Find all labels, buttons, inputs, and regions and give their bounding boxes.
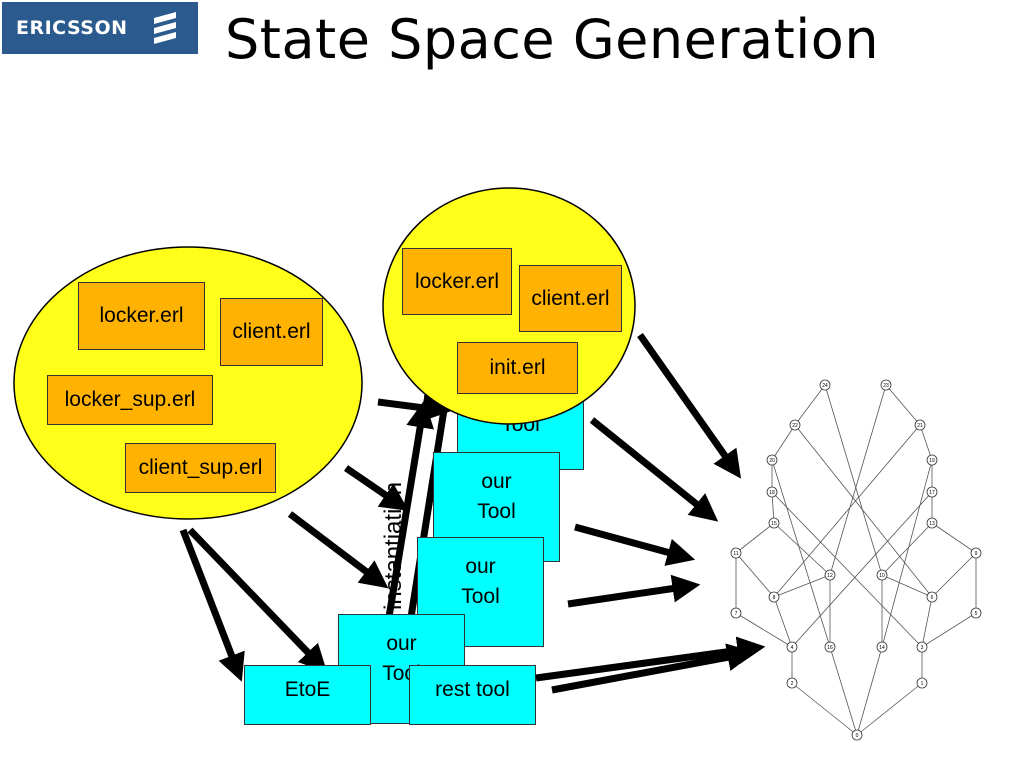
graph-edge xyxy=(791,491,933,648)
graph-edge xyxy=(931,522,977,554)
graph-edge xyxy=(771,424,796,461)
graph-node-label: 22 xyxy=(792,423,798,429)
left-file-client: client.erl xyxy=(220,298,323,366)
graph-edge xyxy=(931,552,977,598)
graph-edge xyxy=(829,384,887,576)
ericsson-stripes-icon xyxy=(154,12,176,44)
etoe-box: EtoE xyxy=(244,665,371,725)
graph-node-label: 20 xyxy=(769,458,775,464)
graph-node xyxy=(824,569,836,581)
graph-edge xyxy=(881,459,933,648)
graph-node-label: 17 xyxy=(929,490,935,496)
graph-node xyxy=(786,641,798,653)
graph-edge xyxy=(881,522,933,576)
graph-node-label: 7 xyxy=(735,611,738,617)
graph-node xyxy=(766,486,778,498)
right-file-client: client.erl xyxy=(519,265,622,332)
graph-edge xyxy=(885,384,921,426)
graph-node-label: 3 xyxy=(921,645,924,651)
logo-text: ERICSSON xyxy=(16,17,128,39)
graph-node-label: 2 xyxy=(791,681,794,687)
graph-node xyxy=(914,419,926,431)
graph-node-label: 4 xyxy=(791,645,794,651)
graph-node xyxy=(970,607,982,619)
graph-node-label: 16 xyxy=(827,645,833,651)
graph-edge xyxy=(921,612,977,648)
graph-node xyxy=(876,569,888,581)
graph-node xyxy=(851,729,863,741)
rest-tool-box: rest tool xyxy=(409,665,536,725)
graph-edge xyxy=(824,384,883,576)
graph-node xyxy=(916,677,928,689)
graph-node xyxy=(926,517,938,529)
slide-title: State Space Generation xyxy=(225,8,880,71)
right-file-locker: locker.erl xyxy=(402,248,512,315)
graph-node xyxy=(730,607,742,619)
graph-edge xyxy=(856,646,883,736)
graph-node xyxy=(916,641,928,653)
graph-edge xyxy=(773,424,921,598)
graph-node xyxy=(766,454,778,466)
graph-node-label: 1 xyxy=(921,681,924,687)
graph-node-label: 8 xyxy=(773,595,776,601)
graph-node xyxy=(824,641,836,653)
graph-node-label: 0 xyxy=(856,733,859,739)
graph-node xyxy=(786,677,798,689)
right-file-init: init.erl xyxy=(457,342,578,394)
graph-edge xyxy=(773,522,831,576)
graph-node-label: 6 xyxy=(931,595,934,601)
graph-node-label: 24 xyxy=(822,383,828,389)
graph-node xyxy=(926,486,938,498)
graph-edge xyxy=(773,574,831,598)
graph-node xyxy=(926,454,938,466)
arrow xyxy=(179,528,245,682)
graph-node-label: 18 xyxy=(769,490,775,496)
arrow xyxy=(287,511,389,589)
graph-node-label: 11 xyxy=(733,551,738,557)
graph-node-label: 13 xyxy=(929,521,935,527)
graph-edge xyxy=(919,424,933,461)
graph-edge xyxy=(791,682,858,736)
graph-node-label: 12 xyxy=(827,573,833,579)
graph-edge xyxy=(771,491,923,648)
graph-node-label: 5 xyxy=(975,611,978,617)
graph-node xyxy=(768,517,780,529)
left-file-locker-sup: locker_sup.erl xyxy=(47,375,213,425)
graph-edge xyxy=(829,646,858,736)
graph-node-label: 19 xyxy=(929,458,935,464)
graph-edge xyxy=(794,424,933,598)
arrow xyxy=(344,465,409,511)
graph-node-label: 23 xyxy=(883,383,889,389)
graph-edge xyxy=(856,682,923,736)
graph-node-label: 14 xyxy=(879,645,885,651)
graph-node xyxy=(880,379,892,391)
left-file-locker: locker.erl xyxy=(78,282,205,350)
graph-node-label: 15 xyxy=(771,521,777,527)
graph-node xyxy=(730,547,742,559)
graph-edge xyxy=(771,459,831,648)
graph-edge xyxy=(735,612,793,648)
graph-edge xyxy=(794,384,826,426)
graph-edge xyxy=(773,596,793,648)
graph-node xyxy=(926,591,938,603)
graph-edge xyxy=(881,574,933,598)
arrow xyxy=(187,527,328,673)
graph-node xyxy=(876,641,888,653)
graph-edge xyxy=(921,596,933,648)
graph-node-label: 10 xyxy=(879,573,885,579)
graph-node-label: 21 xyxy=(917,423,923,429)
graph-node xyxy=(819,379,831,391)
graph-node xyxy=(768,591,780,603)
left-file-client-sup: client_sup.erl xyxy=(125,443,276,493)
graph-node xyxy=(789,419,801,431)
graph-edge xyxy=(735,522,775,554)
instantiation-arrow-down xyxy=(393,371,454,666)
graph-edge xyxy=(735,552,775,598)
graph-node-label: 9 xyxy=(975,551,978,557)
instantiation-label: instantiation xyxy=(380,481,407,610)
graph-node xyxy=(970,547,982,559)
